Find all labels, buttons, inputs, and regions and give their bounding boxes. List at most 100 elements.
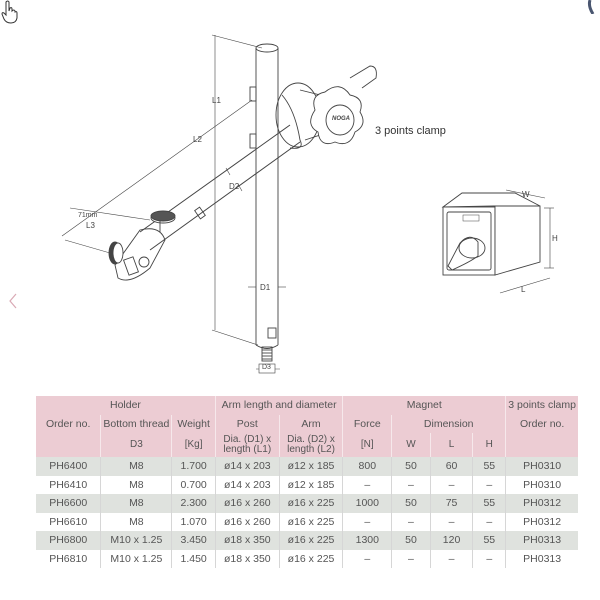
dim-label-l: L [521,285,526,294]
cell-arm: ø16 x 225 [278,512,343,531]
dim-label-l3: L3 [86,221,95,230]
cell-arm: ø12 x 185 [278,475,343,494]
cell-clamp: PH0312 [505,512,578,531]
cell-arm: ø16 x 225 [278,531,343,550]
sub-header-row: Order no. Bottom thread Weight Post Arm … [36,414,578,433]
dim-label-d1: D1 [260,283,271,292]
table-row: PH6810 M10 x 1.25 1.450 ø18 x 350 ø16 x … [36,549,578,568]
cell-post: ø18 x 350 [214,549,280,568]
dim-label-h: H [552,234,558,243]
cell-post: ø14 x 203 [214,475,280,494]
cell-h: – [472,475,506,494]
table-row: PH6600 M8 2.300 ø16 x 260 ø16 x 225 1000… [36,494,578,513]
dim-label-l1: L1 [212,96,221,105]
cell-w: – [391,475,431,494]
header-h: H [472,433,506,457]
cell-thread: M10 x 1.25 [100,549,172,568]
cell-force: – [342,549,392,568]
dim-label-l2: L2 [193,135,202,144]
cell-h: 55 [472,531,506,550]
table-row: PH6610 M8 1.070 ø16 x 260 ø16 x 225 – – … [36,512,578,531]
header-n: [N] [342,433,392,457]
cell-order: PH6810 [49,552,88,565]
cell-post: ø14 x 203 [214,457,280,476]
header-arm-length: Arm length and diameter [214,396,343,415]
cell-force: – [342,475,392,494]
header-dimension: Dimension [391,414,506,433]
header-clamp-order-no: Order no. [505,414,578,433]
cell-clamp: PH0310 [505,475,578,494]
cell-arm: ø16 x 225 [278,549,343,568]
header-l: L [429,433,473,457]
cell-thread: M10 x 1.25 [100,531,172,550]
cell-l: 60 [429,457,473,476]
product-diagram: L1 L2 D2 71mm L3 D1 D3 NOGA 3 points cla… [1,0,558,374]
cell-w: 50 [391,494,431,513]
header-d3: D3 [100,433,172,457]
cell-order: PH6800 [36,531,101,550]
group-header-row: Holder Arm length and diameter Magnet 3 … [36,396,578,415]
cell-w: – [391,549,431,568]
cell-h: 55 [472,457,506,476]
header-magnet: Magnet [342,396,506,415]
cell-thread: M8 [100,475,172,494]
knob-brand-logo: NOGA [332,116,350,122]
post-dia-line2: length (L1) [223,444,272,455]
cell-thread: M8 [100,512,172,531]
cell-thread: M8 [100,457,172,476]
dim-label-d2: D2 [229,182,240,191]
cell-arm: ø16 x 225 [278,494,343,513]
header-force: Force [342,414,392,433]
cell-w: 50 [391,531,431,550]
cell-weight: 1.070 [171,512,216,531]
cell-l: – [429,549,473,568]
clamp-label: 3 points clamp [375,125,446,137]
cell-arm: ø12 x 185 [278,457,343,476]
cell-clamp: PH0313 [505,531,578,550]
corner-tab-icon [587,0,595,14]
magnet-base-drawing [441,189,554,294]
cell-post: ø16 x 260 [214,512,280,531]
header-arm: Arm [278,414,343,433]
header-holder: Holder [36,396,216,415]
header-kg: [Kg] [171,433,216,457]
cell-force: – [342,512,392,531]
cell-weight: 1.450 [171,549,216,568]
cell-l: – [429,475,473,494]
header-w: W [391,433,431,457]
cell-force: 1300 [342,531,392,550]
cell-h: – [472,512,506,531]
cell-order: PH6600 [36,494,101,513]
dim-label-71mm: 71mm [78,212,98,219]
header-empty-clamp [505,433,578,457]
cell-post: ø16 x 260 [214,494,280,513]
cell-h: – [472,549,506,568]
spec-table: Holder Arm length and diameter Magnet 3 … [36,396,578,568]
table-row: PH6800 M10 x 1.25 3.450 ø18 x 350 ø16 x … [36,531,578,550]
cell-l: – [429,512,473,531]
cell-w: – [391,512,431,531]
cell-w: 50 [391,457,431,476]
header-post: Post [214,414,280,433]
cell-force: 1000 [342,494,392,513]
previous-arrow-icon[interactable] [6,290,20,312]
cell-order: PH6610 [49,515,88,528]
cell-weight: 3.450 [171,531,216,550]
arm-dia-line2: length (L2) [287,444,335,455]
arm-dia-line1: Dia. (D2) x [287,434,335,445]
cell-thread: M8 [100,494,172,513]
header-order-no: Order no. [36,414,101,433]
table-row: PH6400 M8 1.700 ø14 x 203 ø12 x 185 800 … [36,457,578,476]
cell-h: 55 [472,494,506,513]
hand-cursor-icon [1,0,18,24]
header-weight: Weight [171,414,216,433]
dim-label-d3: D3 [262,364,271,371]
cell-order: PH6400 [36,457,101,476]
holder-drawing [61,34,554,374]
cell-l: 75 [429,494,473,513]
header-empty [36,433,101,457]
cell-weight: 1.700 [171,457,216,476]
